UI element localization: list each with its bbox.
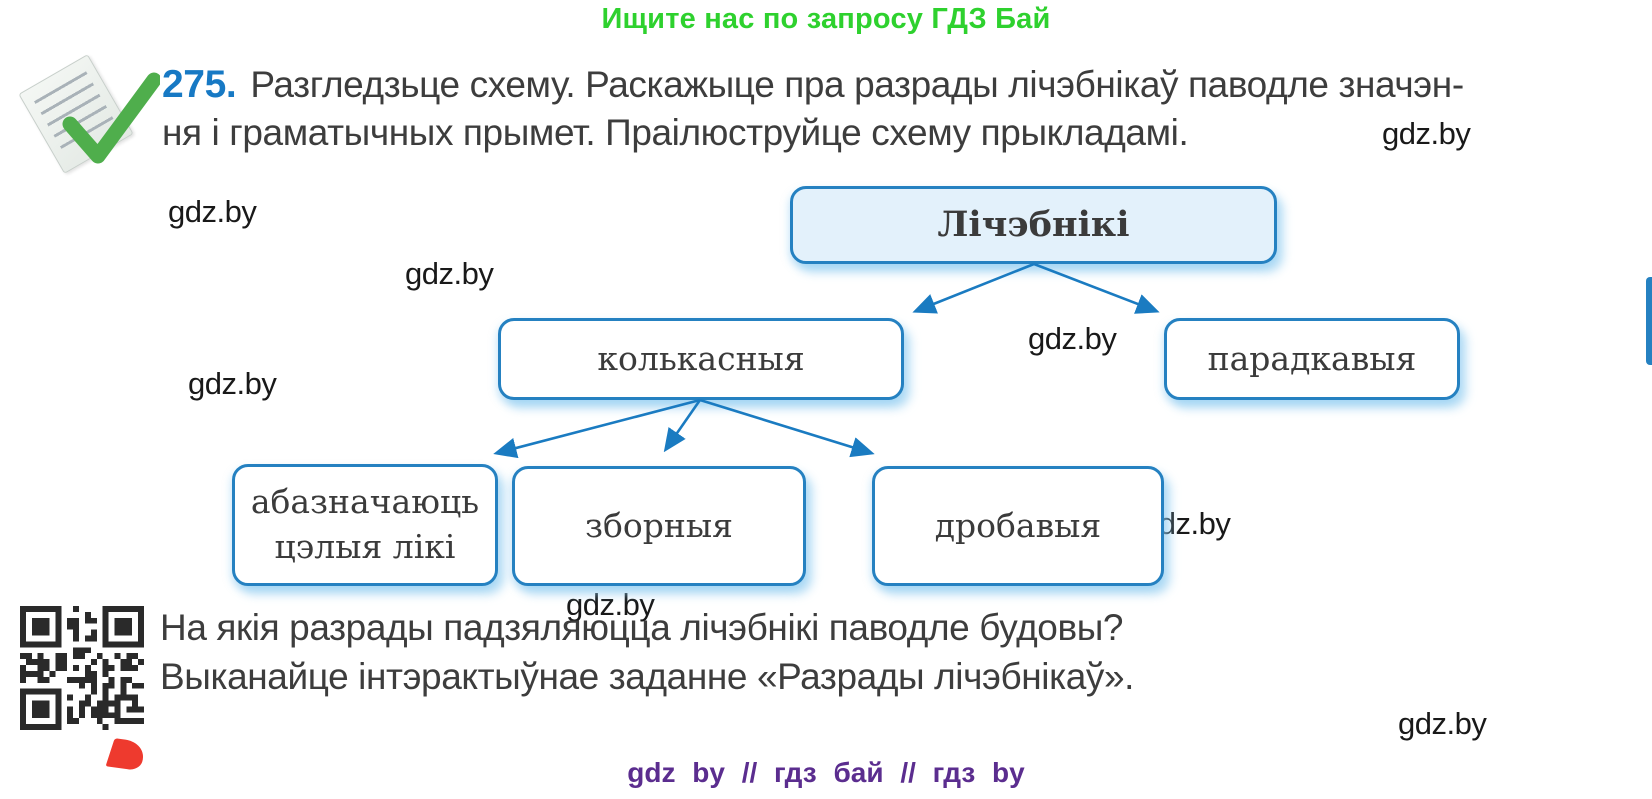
site-footer-text: gdz by // гдз бай // гдз by [627,757,1025,788]
task-check-icon [18,54,160,174]
watermark-bottom-right: gdz.by [1398,706,1487,741]
site-header-text: Ищите нас по запросу ГДЗ Бай [601,3,1051,35]
arrow-to-abaznachayuc [493,398,701,459]
arrow-root-to-paradkavyya [1033,262,1160,314]
exercise-line-1: 275. Разгледзьце схему. Раскажыце пра раз… [162,63,1464,107]
arrow-to-zbornyya [663,399,702,453]
exercise-number: 275. [162,63,237,106]
diagram-box-label: парадкавыя [1207,338,1417,378]
diagram-box-abaznachayuc: абазначаюць цэлыя лікі [232,464,498,586]
diagram-box-lichebniki: Лічэбнікі [790,186,1277,264]
watermark-upper-left: gdz.by [168,194,257,229]
watermark-center: gdz.by [1028,321,1117,356]
qr-code-image [20,606,144,730]
arrow-root-to-kolkasnyya [912,262,1035,314]
diagram-box-label: Лічэбнікі [937,204,1130,246]
diagram-box-drobavyya: дробавыя [872,466,1164,586]
diagram-box-zbornyya: зборныя [512,466,806,586]
watermark-top-right: gdz.by [1382,116,1471,151]
watermark-left: gdz.by [188,366,277,401]
watermark-below-diagram: gdz.by [566,587,655,622]
diagram-box-label: дробавыя [934,505,1102,545]
exercise-text-1: Разгледзьце схему. Раскажыце пра разрады… [250,64,1464,105]
green-check-icon [62,72,160,164]
diagram-box-paradkavyya: парадкавыя [1164,318,1460,400]
question-line-1: На якія разрады падзяляюцца лічэбнікі па… [160,607,1124,648]
qr-code [20,606,144,730]
diagram-box-label: зборныя [585,505,733,545]
diagram-box-kolkasnyya: колькасныя [498,318,904,400]
diagram-box-label: абазначаюць цэлыя лікі [250,482,480,566]
arrow-to-drobavyya [699,398,875,458]
question-line-2: Выканайце інтэрактыўнае заданне «Разрады… [160,656,1135,697]
cropped-box-edge [1646,277,1652,365]
exercise-line-2: ня і граматычных прымет. Праілюструйце с… [162,112,1189,153]
watermark-mid-left: gdz.by [405,256,494,291]
diagram-box-label: колькасныя [597,338,805,378]
